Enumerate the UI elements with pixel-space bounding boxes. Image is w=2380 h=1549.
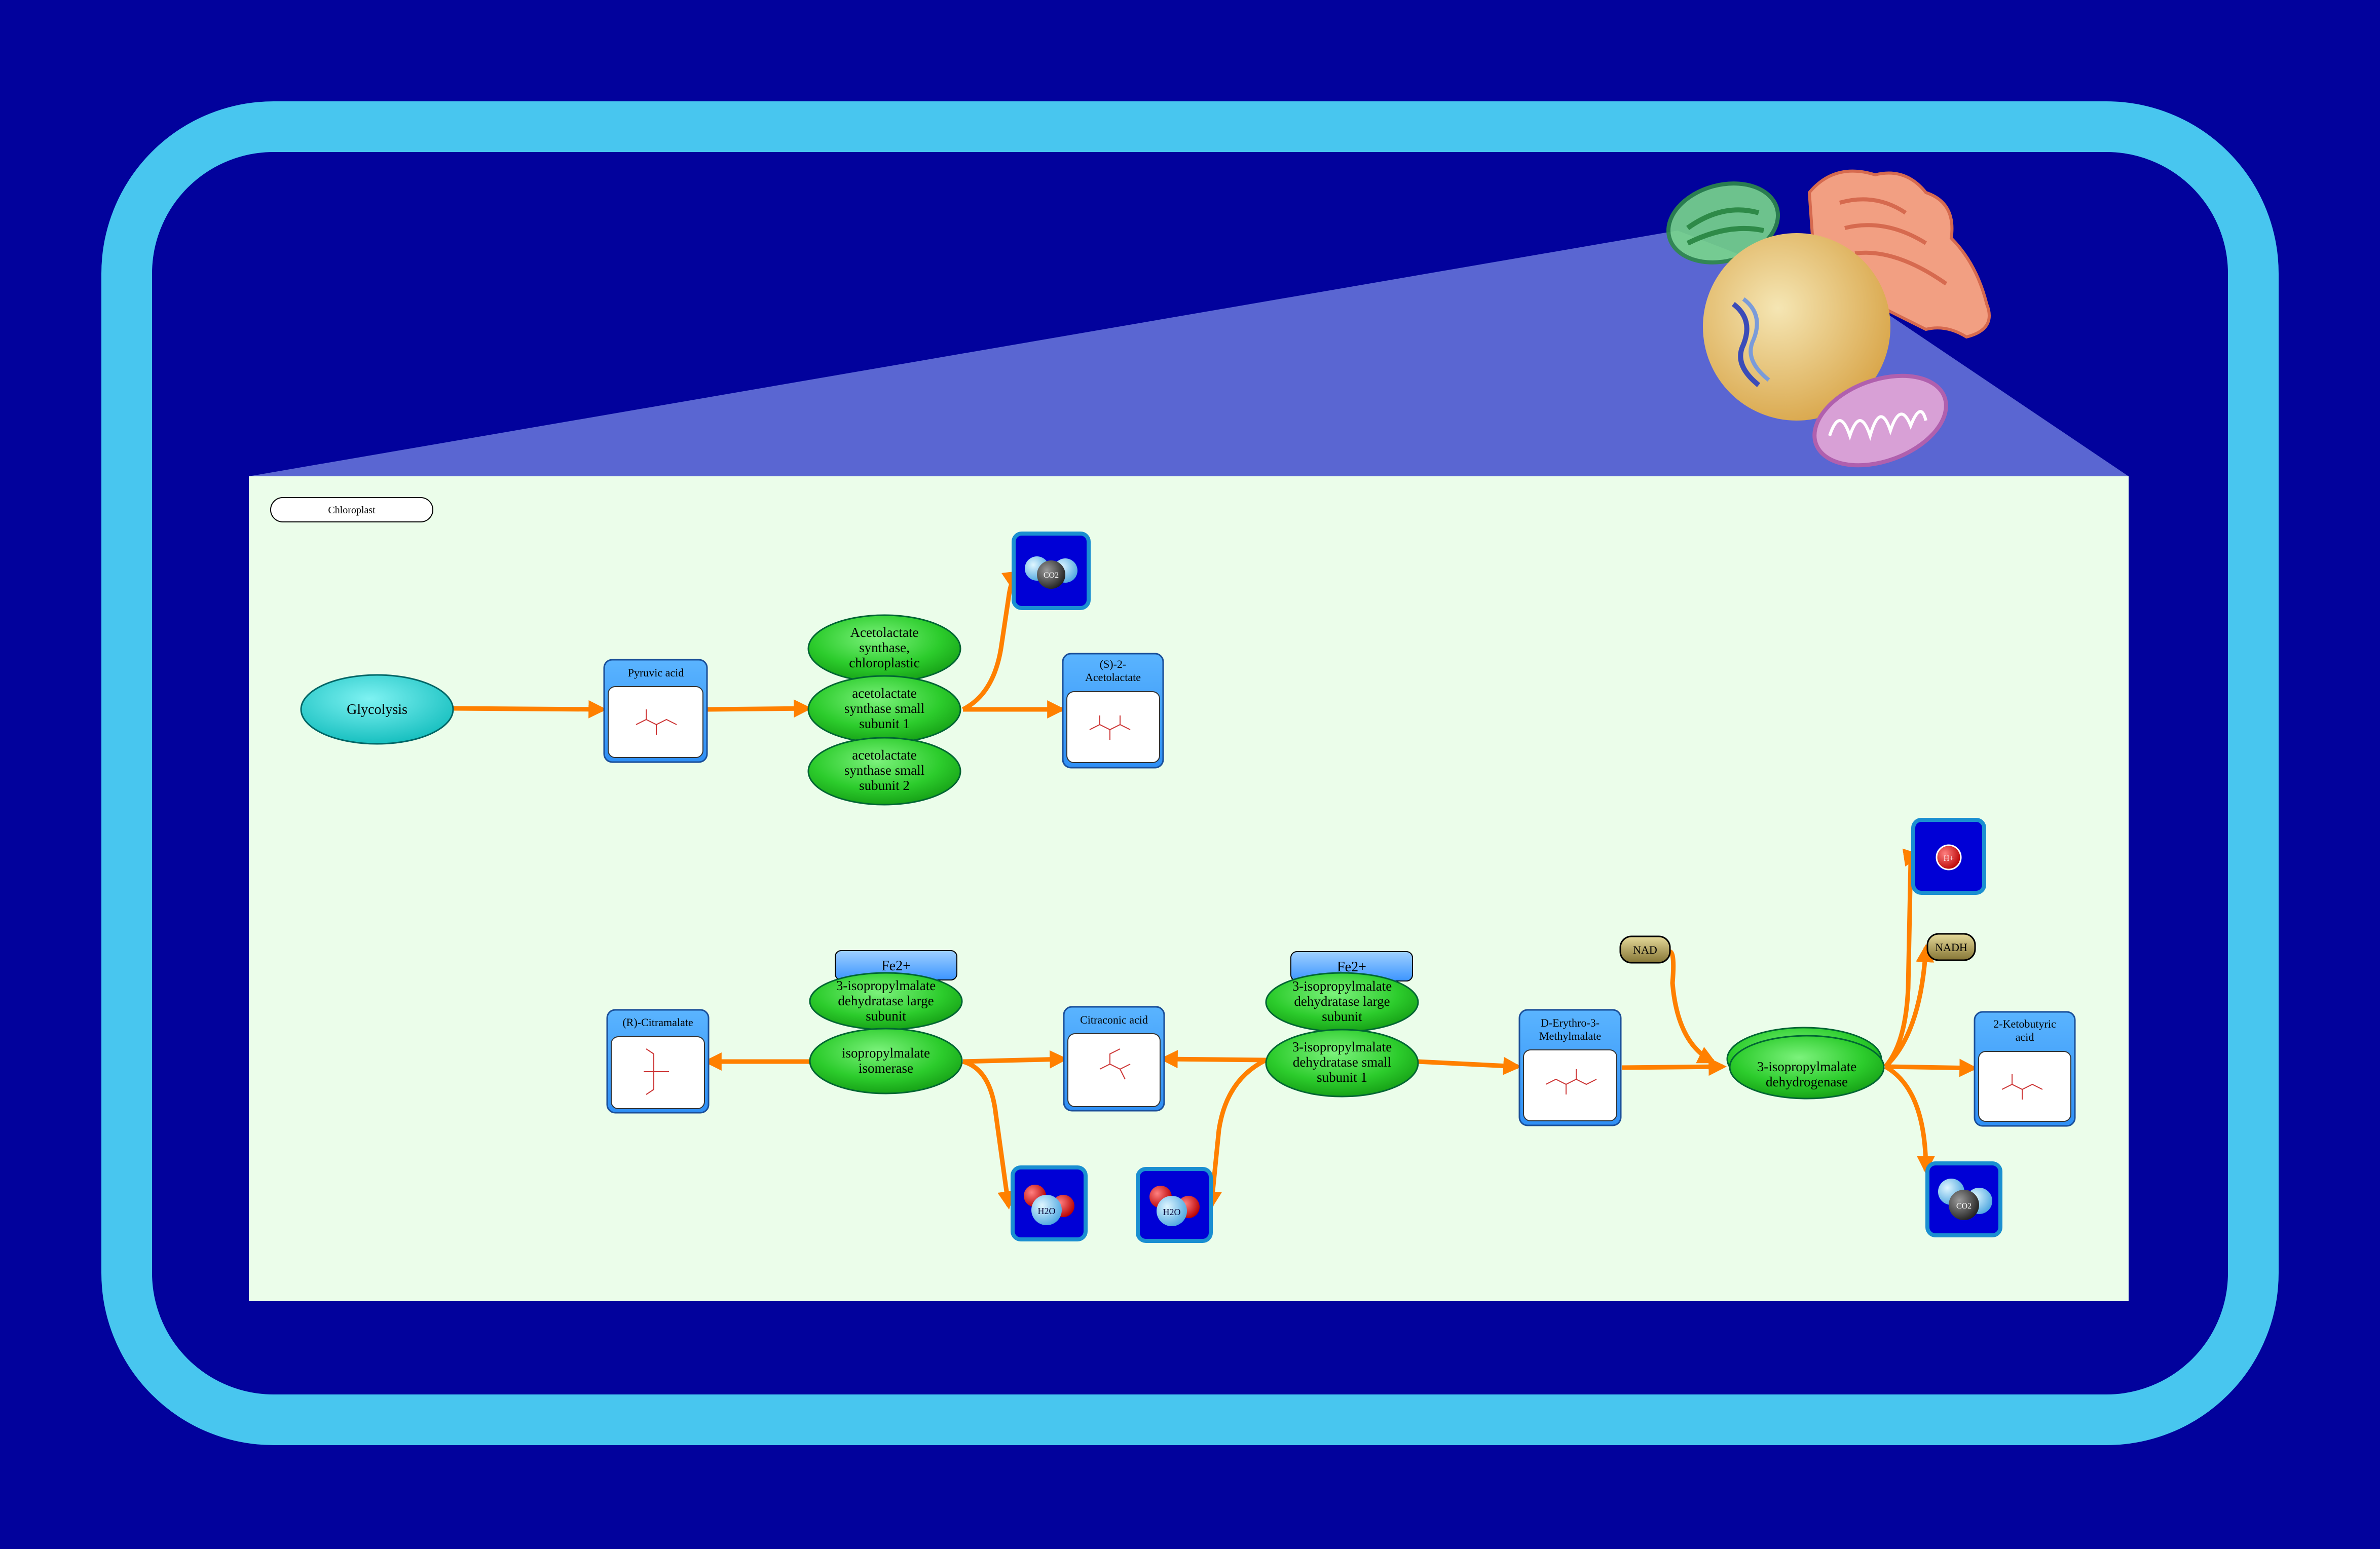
metabolite-s-2-acetolactate[interactable]: (S)-2- Acetolactate bbox=[1062, 653, 1164, 769]
svg-text:acetolactate: acetolactate bbox=[852, 686, 916, 701]
arrow-isomerase-h2o bbox=[962, 1059, 1016, 1210]
svg-text:synthase,: synthase, bbox=[859, 640, 910, 655]
arrow-glycolysis-pyruvate bbox=[453, 700, 607, 719]
svg-text:Methylmalate: Methylmalate bbox=[1539, 1030, 1601, 1042]
metabolite-r-citramalate[interactable]: (R)-Citramalate bbox=[606, 1009, 710, 1114]
enzyme-isopropylmalate-isomerase[interactable]: isopropylmalate isomerase bbox=[809, 1028, 963, 1094]
svg-text:subunit 1: subunit 1 bbox=[859, 716, 910, 731]
svg-text:dehydratase large: dehydratase large bbox=[838, 993, 934, 1008]
svg-text:synthase small: synthase small bbox=[844, 701, 924, 716]
arrow-dehydratase-methylmalate bbox=[1417, 1056, 1522, 1075]
enzyme-als-small-subunit-1[interactable]: acetolactate synthase small subunit 1 bbox=[807, 675, 961, 744]
svg-text:Acetolactate: Acetolactate bbox=[850, 625, 919, 640]
svg-text:NAD: NAD bbox=[1633, 943, 1657, 956]
svg-text:acid: acid bbox=[2016, 1031, 2034, 1043]
compartment-label[interactable]: Chloroplast bbox=[270, 497, 433, 522]
structure-icon bbox=[1545, 1069, 1597, 1094]
h2o-molecule-icon[interactable]: H2O bbox=[1136, 1167, 1213, 1243]
svg-text:H2O: H2O bbox=[1163, 1207, 1181, 1217]
arrow-dehydrogenase-ketobutyrate bbox=[1885, 1059, 1978, 1077]
svg-text:dehydratase large: dehydratase large bbox=[1294, 994, 1390, 1009]
svg-text:Citraconic acid: Citraconic acid bbox=[1080, 1013, 1148, 1026]
svg-text:synthase small: synthase small bbox=[844, 763, 924, 778]
arrow-methylmalate-dehydrogenase bbox=[1621, 1057, 1727, 1076]
outer-frame bbox=[101, 101, 2279, 1445]
svg-text:subunit 1: subunit 1 bbox=[1317, 1070, 1367, 1085]
arrow-dehydratase-h2o bbox=[1203, 1057, 1267, 1210]
pathway-glycolysis[interactable]: Glycolysis bbox=[300, 674, 454, 745]
svg-text:isomerase: isomerase bbox=[859, 1061, 913, 1076]
cofactor-fe2-left[interactable]: Fe2+ bbox=[835, 950, 957, 980]
proton-icon[interactable]: H+ bbox=[1911, 818, 1986, 895]
svg-text:Fe2+: Fe2+ bbox=[881, 958, 911, 974]
enzyme-ipm-dehydratase-large-right[interactable]: 3-isopropylmalate dehydratase large subu… bbox=[1265, 972, 1419, 1033]
svg-text:Pyruvic acid: Pyruvic acid bbox=[628, 666, 684, 679]
svg-text:isopropylmalate: isopropylmalate bbox=[842, 1045, 930, 1061]
cofactor-nadh[interactable]: NADH bbox=[1926, 933, 1976, 961]
svg-text:(S)-2-: (S)-2- bbox=[1100, 658, 1127, 670]
svg-text:(R)-Citramalate: (R)-Citramalate bbox=[622, 1016, 693, 1029]
arrow-isomerase-citraconic bbox=[962, 1050, 1068, 1069]
svg-text:3-isopropylmalate: 3-isopropylmalate bbox=[1757, 1059, 1856, 1074]
svg-text:chloroplastic: chloroplastic bbox=[849, 655, 919, 670]
structure-icon bbox=[2001, 1074, 2043, 1100]
svg-text:subunit 2: subunit 2 bbox=[859, 778, 910, 793]
svg-text:3-isopropylmalate: 3-isopropylmalate bbox=[1292, 978, 1392, 994]
cell-organelles-icon bbox=[1666, 169, 1991, 468]
svg-text:dehydratase small: dehydratase small bbox=[1293, 1054, 1391, 1070]
svg-text:CO2: CO2 bbox=[1044, 571, 1059, 580]
svg-text:CO2: CO2 bbox=[1956, 1202, 1972, 1211]
h2o-molecule-icon[interactable]: H2O bbox=[1011, 1165, 1088, 1241]
arrow-dehydrogenase-co2 bbox=[1884, 1065, 1935, 1175]
svg-text:3-isopropylmalate: 3-isopropylmalate bbox=[1292, 1039, 1392, 1054]
arrow-pyruvate-als bbox=[706, 699, 812, 718]
arrow-dehydrogenase-nadh bbox=[1883, 943, 1935, 1069]
svg-text:Glycolysis: Glycolysis bbox=[347, 702, 407, 717]
svg-text:3-isopropylmalate: 3-isopropylmalate bbox=[836, 978, 936, 993]
cofactor-nad[interactable]: NAD bbox=[1619, 935, 1671, 964]
svg-text:H2O: H2O bbox=[1038, 1206, 1056, 1216]
zoom-wedge bbox=[249, 231, 2129, 476]
enzyme-ipm-dehydratase-small-right[interactable]: 3-isopropylmalate dehydratase small subu… bbox=[1265, 1029, 1419, 1098]
structure-icon bbox=[644, 1048, 669, 1095]
svg-text:acetolactate: acetolactate bbox=[852, 747, 916, 763]
metabolite-pyruvic-acid[interactable]: Pyruvic acid bbox=[603, 659, 708, 763]
structure-icon bbox=[636, 709, 677, 735]
svg-text:D-Erythro-3-: D-Erythro-3- bbox=[1541, 1016, 1600, 1029]
chloroplast-panel bbox=[249, 476, 2129, 1301]
structure-icon bbox=[1099, 1048, 1131, 1080]
metabolite-citraconic-acid[interactable]: Citraconic acid bbox=[1063, 1006, 1165, 1112]
enzyme-ipm-dehydrogenase[interactable]: 3-isopropylmalate dehydrogenase bbox=[1726, 1027, 1885, 1100]
arrow-dehydratase-citraconic bbox=[1159, 1050, 1267, 1069]
svg-text:Acetolactate: Acetolactate bbox=[1085, 671, 1141, 684]
svg-text:NADH: NADH bbox=[1935, 941, 1967, 954]
metabolite-d-erythro-3-methylmalate[interactable]: D-Erythro-3- Methylmalate bbox=[1518, 1009, 1622, 1126]
svg-text:dehydrogenase: dehydrogenase bbox=[1766, 1074, 1848, 1089]
co2-molecule-icon[interactable]: CO2 bbox=[1925, 1161, 2002, 1237]
metabolite-2-ketobutyric-acid[interactable]: 2-Ketobutyric acid bbox=[1974, 1011, 2076, 1127]
enzyme-als-small-subunit-2[interactable]: acetolactate synthase small subunit 2 bbox=[807, 737, 961, 806]
structure-icon bbox=[1089, 715, 1131, 740]
svg-text:H+: H+ bbox=[1944, 854, 1954, 863]
svg-text:subunit: subunit bbox=[866, 1008, 906, 1024]
co2-molecule-icon[interactable]: CO2 bbox=[1012, 532, 1091, 610]
enzyme-als-chloroplastic[interactable]: Acetolactate synthase, chloroplastic bbox=[807, 614, 961, 683]
svg-text:2-Ketobutyric: 2-Ketobutyric bbox=[1993, 1017, 2056, 1030]
svg-text:Chloroplast: Chloroplast bbox=[328, 505, 376, 516]
svg-text:subunit: subunit bbox=[1322, 1009, 1362, 1024]
enzyme-ipm-dehydratase-large-left[interactable]: 3-isopropylmalate dehydratase large subu… bbox=[809, 972, 963, 1031]
arrow-nad-dehydrogenase bbox=[1668, 949, 1717, 1064]
